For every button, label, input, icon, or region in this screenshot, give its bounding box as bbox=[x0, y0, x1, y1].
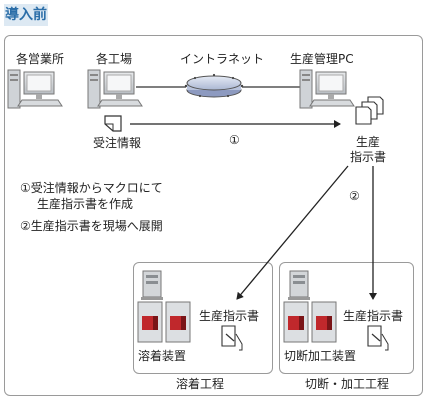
instruction-sheet-label-line1: 生産 bbox=[356, 135, 381, 149]
diagram-frame bbox=[4, 35, 423, 396]
page-title: 導入前 bbox=[4, 4, 48, 26]
note-step1-line2: 生産指示書を作成 bbox=[37, 197, 134, 211]
welding-process-box bbox=[133, 262, 273, 374]
welding-machine-icon bbox=[137, 301, 191, 343]
office-pc-label: 各営業所 bbox=[16, 52, 65, 66]
note-step2-line1: ②生産指示書を現場へ展開 bbox=[20, 219, 163, 233]
factory-pc-label: 各工場 bbox=[96, 52, 133, 66]
order-info-label: 受注情報 bbox=[93, 136, 142, 150]
step2-marker: ② bbox=[349, 189, 360, 203]
cutting-sheet-label: 生産指示書 bbox=[343, 309, 404, 323]
note-step1-line1: ①受注情報からマクロにて bbox=[20, 181, 163, 195]
step2-arrow-welding bbox=[236, 165, 349, 300]
intranet-label: イントラネット bbox=[180, 52, 265, 66]
cutting-server-icon bbox=[288, 270, 310, 300]
office-pc-icon bbox=[7, 69, 63, 109]
welding-server-icon bbox=[141, 270, 163, 300]
cutting-device-label: 切断加工装置 bbox=[284, 349, 357, 363]
intranet-icon bbox=[184, 73, 244, 98]
step1-marker: ① bbox=[229, 133, 240, 147]
cutting-machine-icon bbox=[283, 301, 337, 343]
production-pc-label: 生産管理PC bbox=[290, 52, 354, 66]
welding-device-label: 溶着装置 bbox=[138, 349, 187, 363]
instruction-sheet-label-line2: 指示書 bbox=[350, 150, 387, 164]
welding-sheet-label: 生産指示書 bbox=[199, 309, 260, 323]
factory-pc-icon bbox=[87, 69, 143, 109]
welding-process-name: 溶着工程 bbox=[176, 377, 225, 391]
order-document-icon bbox=[104, 115, 122, 132]
cutting-process-name: 切断・加工工程 bbox=[305, 377, 390, 391]
cutting-sheet-icon bbox=[367, 325, 389, 351]
production-pc-icon bbox=[299, 69, 355, 109]
welding-sheet-icon bbox=[221, 325, 243, 351]
instruction-sheets-icon bbox=[355, 96, 384, 125]
cutting-process-box bbox=[279, 262, 414, 374]
